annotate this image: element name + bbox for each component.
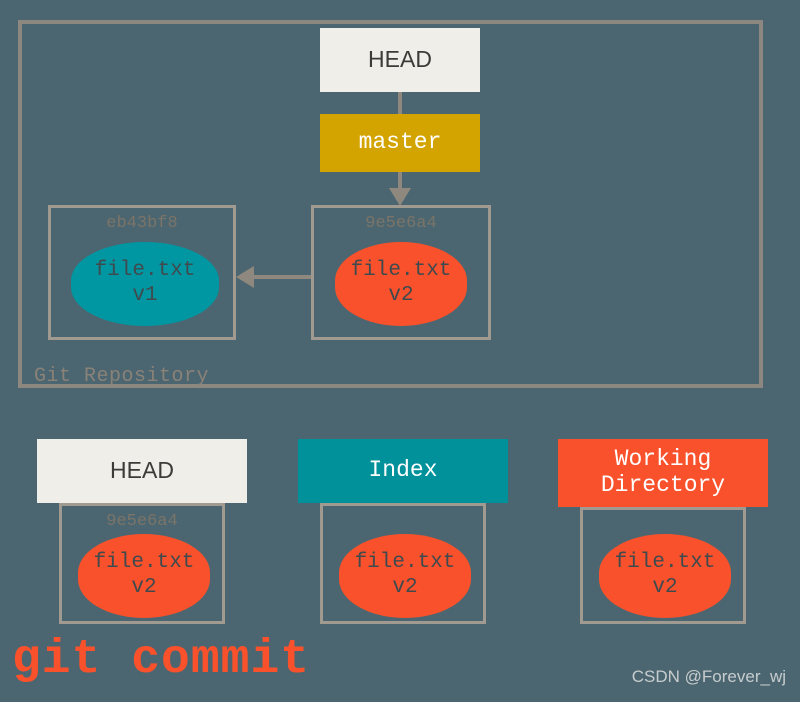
blob-version: v2	[131, 576, 157, 599]
stage-head-header[interactable]: HEAD	[37, 439, 247, 503]
blob-version: v2	[652, 576, 678, 599]
master-branch-box[interactable]: master	[320, 114, 480, 172]
repo-head-box[interactable]: HEAD	[320, 28, 480, 92]
master-branch-label: master	[358, 129, 442, 156]
commit-box-eb43bf8[interactable]: eb43bf8 file.txt v1	[48, 205, 236, 340]
blob-version: v2	[392, 576, 418, 599]
git-repository-frame	[18, 20, 763, 388]
stage-head-box[interactable]: 9e5e6a4 file.txt v2	[59, 503, 225, 624]
commit-hash-9e5e6a4: 9e5e6a4	[365, 214, 437, 233]
repo-head-label: HEAD	[368, 46, 432, 73]
blob-file-txt-v2-repo[interactable]: file.txt v2	[335, 242, 467, 326]
arrowhead-commit-parent	[236, 266, 254, 288]
stage-head-label: HEAD	[110, 457, 174, 484]
connector-commit-parent-line	[253, 275, 311, 279]
blob-file-txt-v2-index[interactable]: file.txt v2	[339, 534, 471, 618]
blob-name: file.txt	[93, 551, 195, 575]
stage-workdir-label: Working Directory	[600, 446, 726, 498]
connector-master-to-commit	[398, 172, 402, 190]
blob-file-txt-v1[interactable]: file.txt v1	[71, 242, 219, 326]
stage-index-box[interactable]: file.txt v2	[320, 503, 486, 624]
stage-index-header[interactable]: Index	[298, 439, 508, 503]
diagram-caption: git commit	[12, 633, 311, 687]
git-repository-label: Git Repository	[34, 365, 210, 388]
commit-hash-eb43bf8: eb43bf8	[106, 214, 178, 233]
commit-box-9e5e6a4[interactable]: 9e5e6a4 file.txt v2	[311, 205, 491, 340]
stage-head-hash: 9e5e6a4	[106, 512, 178, 531]
blob-name: file.txt	[350, 259, 452, 283]
blob-name: file.txt	[614, 551, 716, 575]
blob-name: file.txt	[354, 551, 456, 575]
stage-index-label: Index	[368, 457, 438, 484]
blob-version: v2	[388, 284, 414, 307]
blob-name: file.txt	[94, 259, 196, 283]
connector-head-to-master	[398, 92, 402, 114]
stage-workdir-header[interactable]: Working Directory	[558, 439, 768, 507]
blob-file-txt-v2-head[interactable]: file.txt v2	[78, 534, 210, 618]
blob-version: v1	[132, 284, 158, 307]
arrowhead-master-to-commit	[389, 188, 411, 206]
stage-workdir-box[interactable]: file.txt v2	[580, 507, 746, 624]
watermark-text: CSDN @Forever_wj	[631, 667, 786, 686]
blob-file-txt-v2-workdir[interactable]: file.txt v2	[599, 534, 731, 618]
